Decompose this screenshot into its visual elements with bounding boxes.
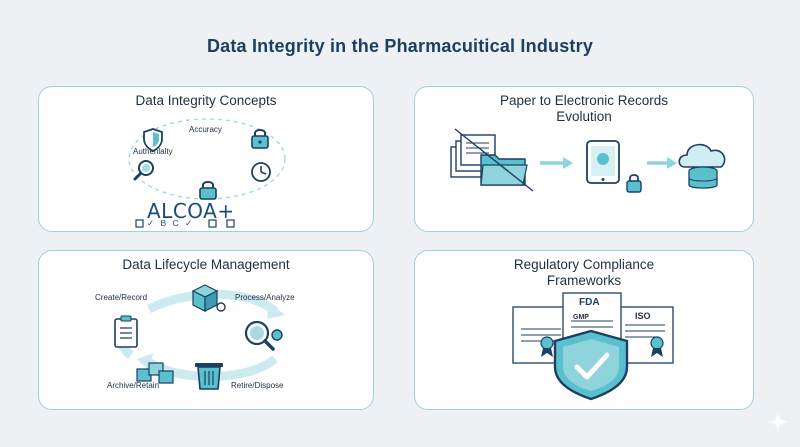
iso-label: ISO [635,311,651,321]
checkbox-icons [135,219,235,228]
lock-icon [251,129,269,149]
arrow-right-icon [647,157,677,169]
padlock-bottom-icon [199,181,217,200]
page-title: Data Integrity in the Pharmacuitical Ind… [206,36,594,56]
folder-icon [480,154,528,186]
cloud-database-icon [678,143,726,189]
card-data-lifecycle: Data Lifecycle Management [38,250,374,410]
lock-icon [626,174,642,193]
card-regulatory-compliance: Regulatory Compliance Frameworks [414,250,754,410]
card-title: Paper to Electronic Records Evolution [499,93,669,124]
stage-archive: Archive/Retain [107,381,160,390]
arrow-right-icon [540,157,573,169]
gmp-label: GMP [573,314,589,321]
card-data-integrity-concepts: Data Integrity Concepts [38,86,374,232]
magnifier-icon [133,160,154,181]
card-title: Data Lifecycle Management [122,257,290,272]
clock-icon [251,162,271,182]
evolution-diagram [450,128,726,193]
stage-retire: Retire/Dispose [231,381,284,390]
clipboard-icon [114,315,138,348]
label-accuracy: Accuracy [189,125,222,134]
alcoa-sub-text: ✓ B C ✓ [147,218,195,228]
shield-icon [143,128,163,153]
shield-check-icon [553,329,629,401]
card-title: Regulatory Compliance Frameworks [513,257,655,288]
stage-create: Create/Record [95,293,148,302]
lifecycle-diagram [114,284,285,390]
tablet-icon [586,140,620,184]
trash-bin-icon [195,363,223,390]
label-authenticity: Authenlalty [133,147,173,156]
compliance-diagram [512,292,674,401]
archive-boxes-icon [136,362,174,384]
cube-icon [191,284,226,312]
concepts-diagram [128,118,286,228]
fda-label: FDA [579,297,600,308]
card-paper-to-electronic: Paper to Electronic Records Evolution [414,86,754,232]
card-title: Data Integrity Concepts [135,93,277,108]
sparkle-icon [768,412,788,432]
magnifier-gear-icon [244,320,283,351]
alcoa-plus-text: ALCOA+ [147,199,235,223]
stage-process: Process/Analyze [235,293,295,302]
